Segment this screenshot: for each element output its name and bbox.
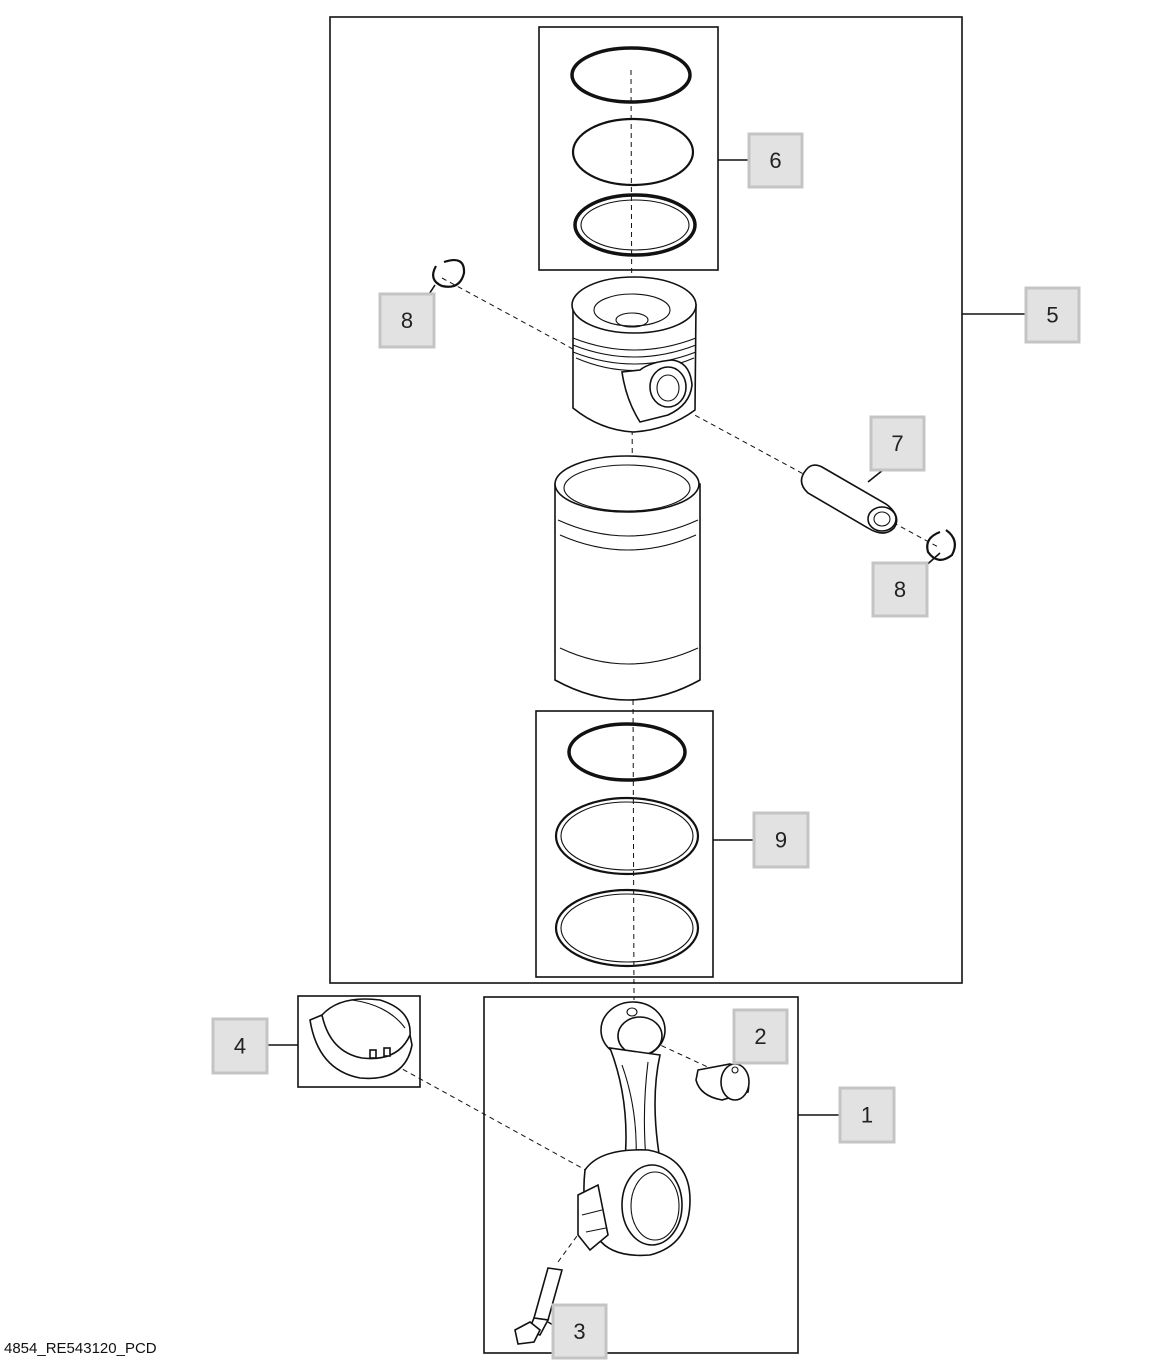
- callout-9-label: 9: [775, 828, 787, 853]
- callout-3[interactable]: 3: [551, 1303, 608, 1360]
- liner-seal-middle: [554, 796, 700, 876]
- callout-8-left-label: 8: [401, 308, 413, 333]
- callout-5-label: 5: [1046, 303, 1058, 328]
- cylinder-liner: [554, 455, 701, 701]
- bearing-axis-line: [394, 1064, 641, 1201]
- bearing-shell: [309, 998, 413, 1080]
- callout-6-label: 6: [769, 148, 781, 173]
- kit-frame-5: [329, 16, 963, 984]
- callout-8-right-label: 8: [894, 577, 906, 602]
- callout-2-label: 2: [754, 1024, 766, 1049]
- bearing-frame-4: [297, 995, 421, 1088]
- liner-seal-bottom: [554, 888, 700, 968]
- piston-ring-middle: [571, 117, 695, 187]
- callout-1-label: 1: [861, 1103, 873, 1128]
- piston-pin: [800, 464, 898, 534]
- connecting-rod: [577, 1001, 691, 1257]
- callout-5[interactable]: 5: [1024, 286, 1081, 344]
- piston: [571, 276, 697, 433]
- seal-set-frame-9: [535, 710, 714, 978]
- center-axis-line: [630, 69, 635, 1001]
- callout-4[interactable]: 4: [211, 1017, 269, 1075]
- callout-8-left[interactable]: 8: [378, 292, 436, 349]
- rod-bolt: [514, 1267, 564, 1345]
- callout-2[interactable]: 2: [732, 1008, 789, 1065]
- liner-seal-top: [567, 722, 687, 782]
- snap-ring-left: [431, 258, 466, 288]
- rod-bushing: [695, 1063, 750, 1101]
- snap-ring-right: [926, 529, 957, 561]
- rod-frame-1: [483, 996, 799, 1354]
- piston-ring-top: [570, 46, 692, 104]
- callout-8-right[interactable]: 8: [871, 561, 929, 618]
- callout-7-label: 7: [891, 431, 903, 456]
- ring-set-frame-6: [538, 26, 719, 271]
- callout-7[interactable]: 7: [869, 415, 926, 472]
- piston-ring-bottom: [573, 193, 697, 257]
- callout-6[interactable]: 6: [747, 132, 804, 189]
- callout-4-label: 4: [234, 1034, 246, 1059]
- figure-code: 4854_RE543120_PCD: [4, 1340, 157, 1357]
- callout-3-label: 3: [573, 1319, 585, 1344]
- callout-9[interactable]: 9: [752, 811, 810, 869]
- callout-1[interactable]: 1: [838, 1086, 896, 1144]
